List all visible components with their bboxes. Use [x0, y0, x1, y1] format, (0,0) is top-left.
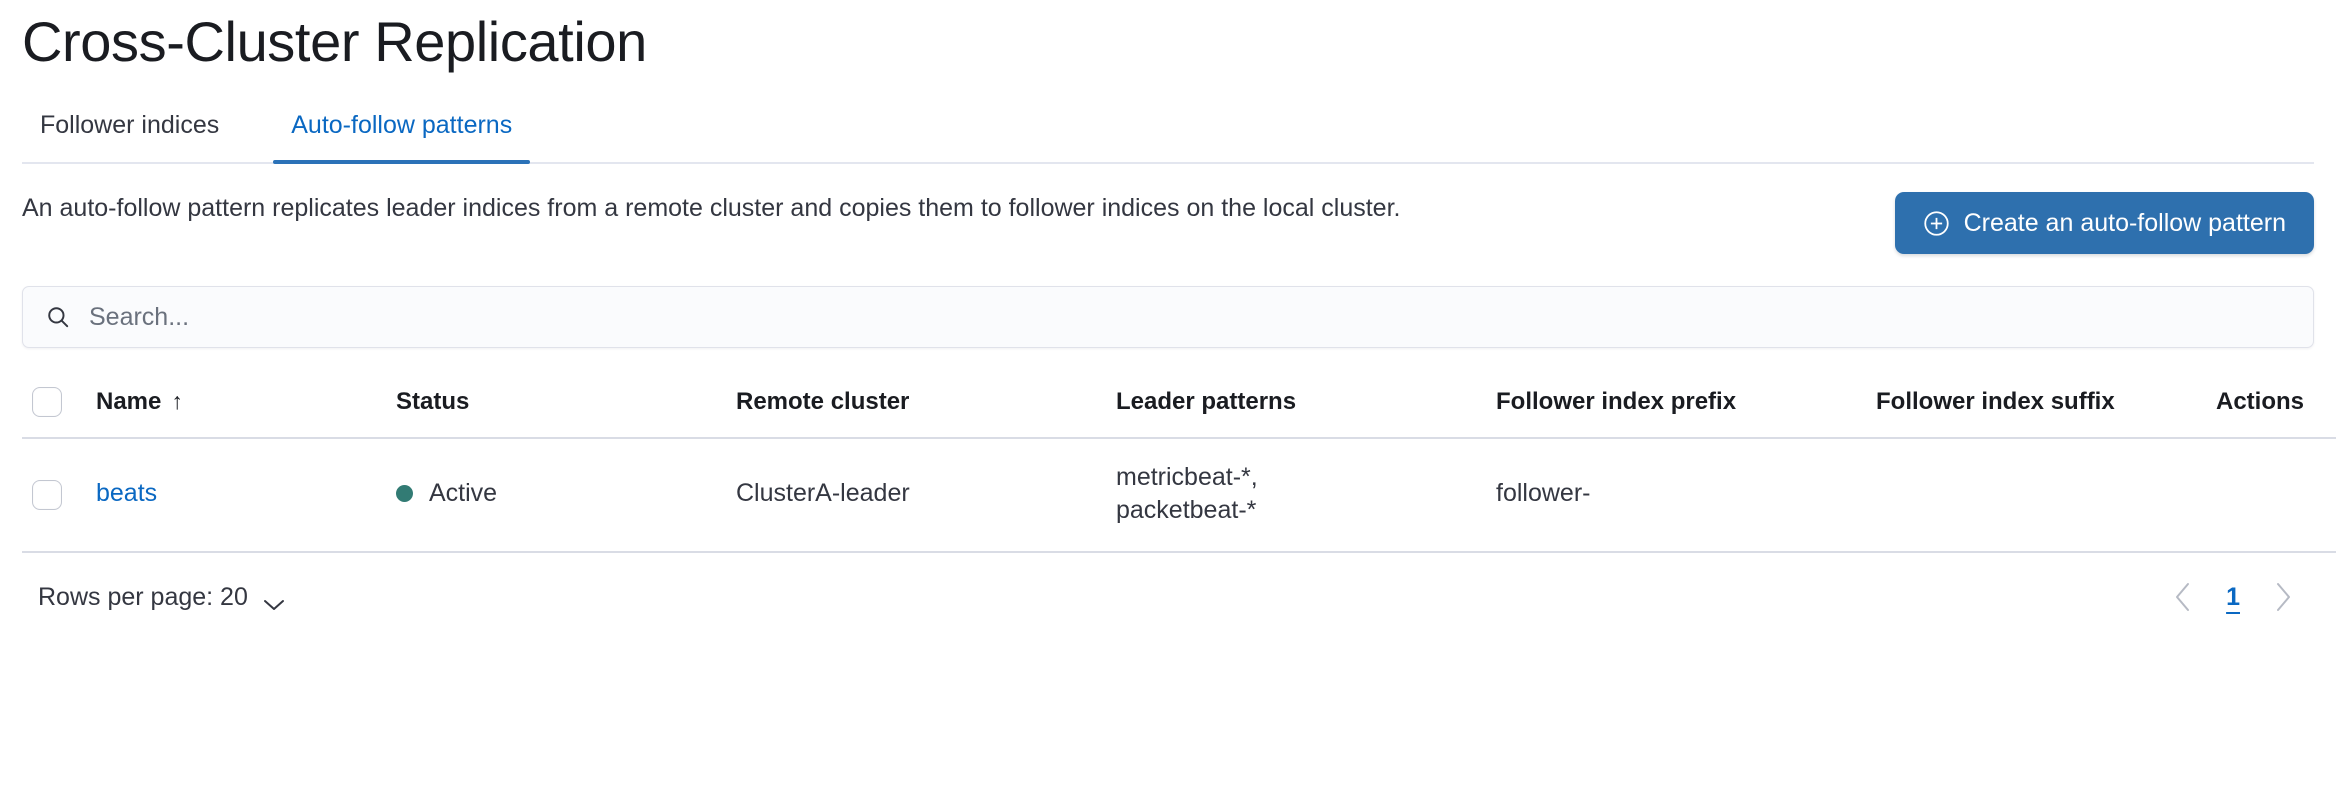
intro-section: An auto-follow pattern replicates leader… — [22, 190, 2314, 254]
cell-follower-index-prefix: follower- — [1486, 437, 1866, 553]
create-button-label: Create an auto-follow pattern — [1963, 209, 2286, 237]
arrow-up-icon: ↑ — [171, 387, 183, 414]
rows-per-page-selector[interactable]: Rows per page: 20 — [32, 579, 292, 616]
search-icon — [45, 304, 71, 330]
column-header-status[interactable]: Status — [386, 374, 726, 439]
table-row: beats Active ClusterA-leader metricbeat-… — [22, 437, 2336, 553]
row-checkbox[interactable] — [32, 479, 62, 510]
search-input[interactable] — [89, 302, 2291, 332]
chevron-right-icon[interactable] — [2272, 580, 2294, 614]
cell-status: Active — [386, 437, 726, 553]
table-footer: Rows per page: 20 1 — [22, 579, 2314, 616]
column-header-remote-cluster[interactable]: Remote cluster — [726, 374, 1106, 439]
cell-remote-cluster: ClusterA-leader — [726, 437, 1106, 553]
auto-follow-patterns-table: Name ↑ Status Remote cluster Leader patte… — [22, 374, 2336, 553]
cell-leader-patterns: metricbeat-*, packetbeat-* — [1106, 437, 1486, 553]
rows-per-page-label: Rows per page: 20 — [38, 582, 248, 611]
column-header-follower-index-prefix[interactable]: Follower index prefix — [1486, 374, 1866, 439]
tab-follower-indices[interactable]: Follower indices — [22, 110, 255, 162]
search-bar[interactable] — [22, 286, 2314, 348]
chevron-down-icon — [262, 590, 286, 611]
select-all-header — [22, 374, 86, 439]
status-badge: Active — [396, 477, 497, 510]
auto-follow-pattern-link[interactable]: beats — [96, 479, 158, 508]
column-header-name[interactable]: Name ↑ — [86, 374, 386, 439]
column-header-follower-index-suffix[interactable]: Follower index suffix — [1866, 374, 2206, 439]
status-label: Active — [429, 478, 498, 507]
page-number-1[interactable]: 1 — [2220, 581, 2246, 614]
page-title: Cross-Cluster Replication — [22, 10, 647, 73]
column-header-actions: Actions — [2206, 374, 2336, 439]
plus-in-circle-icon — [1923, 210, 1950, 237]
column-header-name-label: Name — [96, 387, 162, 415]
page-description: An auto-follow pattern replicates leader… — [22, 194, 1401, 222]
chevron-left-icon[interactable] — [2172, 580, 2194, 614]
tab-bar: Follower indices Auto-follow patterns — [22, 102, 2314, 164]
select-all-checkbox[interactable] — [32, 386, 62, 417]
tab-auto-follow-patterns[interactable]: Auto-follow patterns — [255, 110, 548, 164]
create-auto-follow-pattern-button[interactable]: Create an auto-follow pattern — [1894, 192, 2314, 254]
row-select-cell — [22, 437, 86, 553]
cell-actions — [2206, 437, 2336, 553]
table-header-row: Name ↑ Status Remote cluster Leader patte… — [22, 374, 2336, 439]
column-header-leader-patterns[interactable]: Leader patterns — [1106, 374, 1486, 439]
cell-name: beats — [86, 437, 386, 553]
cell-follower-index-suffix — [1866, 437, 2206, 553]
status-dot-icon — [396, 484, 413, 502]
pagination: 1 — [2172, 580, 2304, 614]
